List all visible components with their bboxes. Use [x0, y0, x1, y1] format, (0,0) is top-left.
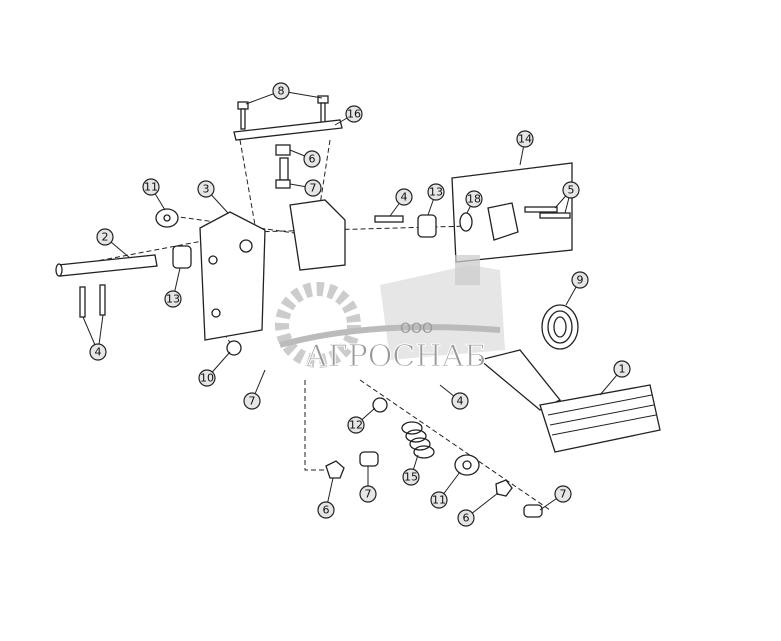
callout-7: 7 [304, 179, 322, 197]
shaft [57, 254, 158, 277]
pedal-housing [289, 199, 346, 271]
callout-number: 12 [349, 419, 363, 432]
callout-number: 13 [429, 186, 443, 199]
callout-number: 4 [401, 191, 408, 204]
torsion-spring [541, 304, 579, 350]
callout-number: 1 [619, 363, 626, 376]
callout-number: 11 [432, 494, 446, 507]
callout-number: 14 [518, 133, 532, 146]
callout-7: 7 [243, 392, 261, 410]
bushing [372, 397, 388, 413]
callout-number: 8 [278, 85, 285, 98]
callout-11: 11 [142, 178, 160, 196]
bolt [359, 451, 379, 467]
agrosnab-watermark-logo: ООО АГРОСНАБ [275, 255, 505, 375]
callout-number: 7 [310, 182, 317, 195]
callout-number: 2 [102, 231, 109, 244]
callout-13: 13 [164, 290, 182, 308]
callout-number: 7 [560, 488, 567, 501]
pin [99, 284, 106, 316]
pin [374, 215, 404, 223]
nut [495, 479, 513, 497]
callout-number: 9 [577, 274, 584, 287]
callout-4: 4 [395, 188, 413, 206]
callout-14: 14 [516, 130, 534, 148]
pedal-arm [478, 349, 562, 411]
bolt [279, 157, 289, 181]
bracket [199, 211, 266, 341]
bolt-head [275, 179, 291, 189]
hole [239, 239, 253, 253]
callout-number: 16 [347, 108, 361, 121]
bolt [523, 504, 543, 518]
callout-4: 4 [451, 392, 469, 410]
washer-hole [462, 460, 472, 470]
callout-number: 6 [323, 504, 330, 517]
hole [208, 255, 218, 265]
bushing [417, 214, 437, 238]
compression-spring [401, 421, 435, 459]
callout-number: 3 [203, 183, 210, 196]
washer-hole [163, 214, 171, 222]
callout-7: 7 [554, 485, 572, 503]
bolt [524, 206, 558, 213]
callout-number: 15 [404, 471, 418, 484]
callout-15: 15 [402, 468, 420, 486]
plate [233, 119, 343, 141]
callout-11: 11 [430, 491, 448, 509]
callout-number: 4 [457, 395, 464, 408]
callout-number: 4 [95, 346, 102, 359]
watermark-name: АГРОСНАБ [305, 339, 486, 374]
watermark-small: ООО [400, 321, 433, 337]
hole [211, 308, 221, 318]
callout-5: 5 [562, 181, 580, 199]
callout-18: 18 [465, 190, 483, 208]
kit-frame [451, 162, 573, 263]
pin [79, 286, 86, 318]
pedal-pad [539, 384, 661, 453]
callout-13: 13 [427, 183, 445, 201]
o-ring [459, 212, 473, 232]
callout-number: 7 [249, 395, 256, 408]
callout-3: 3 [197, 180, 215, 198]
callout-7: 7 [359, 485, 377, 503]
washer [226, 340, 242, 356]
callout-number: 6 [309, 153, 316, 166]
bolt [539, 212, 571, 219]
callout-6: 6 [303, 150, 321, 168]
callout-number: 18 [467, 193, 481, 206]
callout-number: 6 [463, 512, 470, 525]
callout-2: 2 [96, 228, 114, 246]
nut [325, 460, 345, 479]
callout-6: 6 [317, 501, 335, 519]
callout-number: 10 [200, 372, 214, 385]
bushing [172, 245, 192, 269]
callout-number: 7 [365, 488, 372, 501]
callout-8: 8 [272, 82, 290, 100]
callout-number: 11 [144, 181, 158, 194]
callout-9: 9 [571, 271, 589, 289]
nut [275, 144, 291, 156]
callout-12: 12 [347, 416, 365, 434]
pedal-ribs [547, 394, 657, 436]
callout-16: 16 [345, 105, 363, 123]
callout-number: 5 [568, 184, 575, 197]
clevis [487, 202, 519, 241]
callout-4: 4 [89, 343, 107, 361]
callout-6: 6 [457, 509, 475, 527]
callout-10: 10 [198, 369, 216, 387]
callout-1: 1 [613, 360, 631, 378]
shaft-end [55, 263, 63, 277]
callout-number: 13 [166, 293, 180, 306]
